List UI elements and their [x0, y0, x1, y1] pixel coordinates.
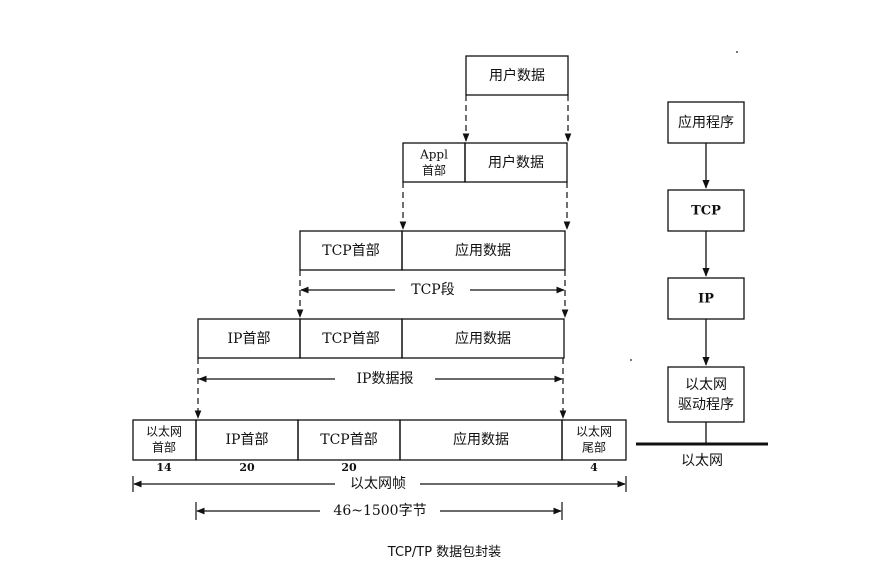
eth-app-data-label: 应用数据: [453, 431, 509, 448]
appl-header-label-line1: Appl: [419, 148, 448, 162]
eth-trailer-label-line2: 尾部: [582, 440, 606, 455]
stack-tcp-label: TCP: [691, 204, 721, 219]
user-data-box: [465, 55, 569, 96]
ip-tcp-header-label: TCP首部: [322, 331, 379, 347]
appl-header-label-line2: 首部: [422, 163, 446, 178]
eth-tcp-header-label: TCP首部: [320, 432, 377, 448]
eth-frame-label: 以太网帧: [350, 476, 406, 492]
stack-driver-label-line1: 以太网: [685, 377, 727, 393]
ip-header-label: IP首部: [228, 331, 271, 347]
ip-datagram-label: IP数据报: [357, 371, 414, 387]
ip-header-size: 20: [239, 461, 255, 474]
tcp-app-data-label: 应用数据: [455, 242, 511, 259]
stack-driver-box: [667, 366, 745, 423]
eth-header-size: 14: [156, 461, 172, 474]
eth-trailer-box: [561, 419, 627, 461]
figure-caption: TCP/TP 数据包封装: [387, 545, 502, 560]
user-data-label: 用户数据: [489, 67, 545, 84]
stack-ip-label: IP: [698, 292, 714, 307]
tcp-header-label: TCP首部: [322, 243, 379, 259]
eth-header-label-line1: 以太网: [146, 424, 182, 439]
ip-app-data-box: [401, 318, 565, 359]
scan-speck: [736, 51, 738, 53]
tcp-app-data-box: [401, 230, 566, 271]
ip-app-data-label: 应用数据: [455, 330, 511, 347]
appl-user-data-label: 用户数据: [488, 154, 544, 171]
tcp-header-size: 20: [341, 461, 357, 474]
appl-user-data-box: [464, 142, 568, 183]
eth-header-label-line2: 首部: [152, 440, 176, 455]
stack-app-label: 应用程序: [678, 114, 734, 131]
eth-trailer-size: 4: [590, 461, 598, 474]
eth-ip-header-label: IP首部: [226, 432, 269, 448]
eth-trailer-label-line1: 以太网: [576, 424, 612, 439]
scan-speck: [630, 359, 632, 361]
payload-size-label: 46~1500字节: [333, 503, 426, 519]
stack-driver-label-line2: 驱动程序: [678, 397, 734, 413]
tcp-segment-label: TCP段: [411, 282, 454, 298]
stack-medium-label: 以太网: [681, 453, 723, 469]
